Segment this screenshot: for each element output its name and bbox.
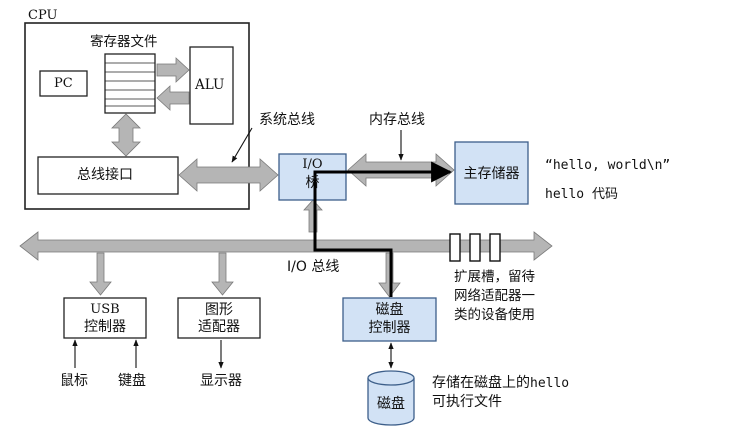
memory-hello-code: hello 代码 — [545, 187, 618, 202]
regfile-bus-interface-arrow — [111, 113, 141, 157]
expansion-slot-line3: 类的设备使用 — [454, 307, 535, 323]
expansion-slots — [449, 233, 501, 262]
usb-line2: 控制器 — [84, 319, 126, 335]
graphics-adapter-box — [177, 297, 261, 339]
register-file-label: 寄存器文件 — [90, 34, 158, 50]
disk-controller-box — [342, 297, 437, 342]
system-bus-label: 系统总线 — [259, 112, 315, 128]
mouse-label: 鼠标 — [60, 373, 88, 389]
cpu-box — [24, 22, 250, 210]
usb-line1: USB — [90, 302, 120, 317]
keyboard-label: 键盘 — [118, 373, 146, 389]
graphics-bus-drop — [211, 252, 234, 296]
disk-note-code: hello — [530, 376, 570, 391]
main-memory-label: 主存储器 — [463, 166, 520, 182]
pc-box — [39, 70, 88, 97]
regfile-to-alu-arrow — [156, 57, 190, 83]
disk-controller-line1: 磁盘 — [375, 302, 404, 318]
disk-controller-line2: 控制器 — [368, 320, 411, 336]
cpu-title: CPU — [28, 8, 58, 23]
memory-bus — [347, 153, 455, 187]
io-bridge-box — [278, 153, 347, 201]
usb-controller-box — [63, 297, 147, 339]
usb-bus-drop — [89, 252, 112, 296]
io-bus-label: I/O 总线 — [287, 259, 340, 275]
alu-box — [189, 46, 234, 125]
io-bus — [19, 231, 553, 261]
system-bus-pointer — [231, 127, 253, 163]
display-label: 显示器 — [200, 373, 242, 389]
hello-transfer-path — [313, 161, 453, 297]
main-memory-box — [454, 141, 529, 205]
bus-interface-box — [37, 156, 179, 195]
io-bridge-line1: I/O — [302, 157, 323, 172]
disk-note-line2: 可执行文件 — [432, 394, 502, 410]
disk-note-line1: 存储在磁盘上的hello — [432, 375, 569, 392]
expansion-slot-line1: 扩展槽，留待 — [454, 269, 535, 285]
graphics-line1: 图形 — [205, 302, 233, 318]
system-bus — [178, 158, 279, 192]
memory-hello-string: “hello, world\n” — [545, 158, 671, 173]
register-file — [104, 53, 156, 114]
graphics-line2: 适配器 — [198, 319, 240, 335]
bus-interface-label: 总线接口 — [77, 167, 133, 183]
memory-bus-label: 内存总线 — [369, 112, 425, 128]
alu-label: ALU — [195, 77, 225, 93]
disk-cylinder — [367, 370, 415, 426]
pc-label: PC — [54, 76, 73, 91]
io-bridge-line2: 桥 — [305, 175, 320, 191]
disk-label: 磁盘 — [377, 396, 405, 412]
alu-to-regfile-arrow — [156, 85, 190, 111]
disk-note-prefix: 存储在磁盘上的 — [432, 375, 530, 391]
expansion-slot-line2: 网络适配器一 — [454, 288, 535, 304]
bridge-to-io-bus-arrow — [303, 199, 323, 233]
